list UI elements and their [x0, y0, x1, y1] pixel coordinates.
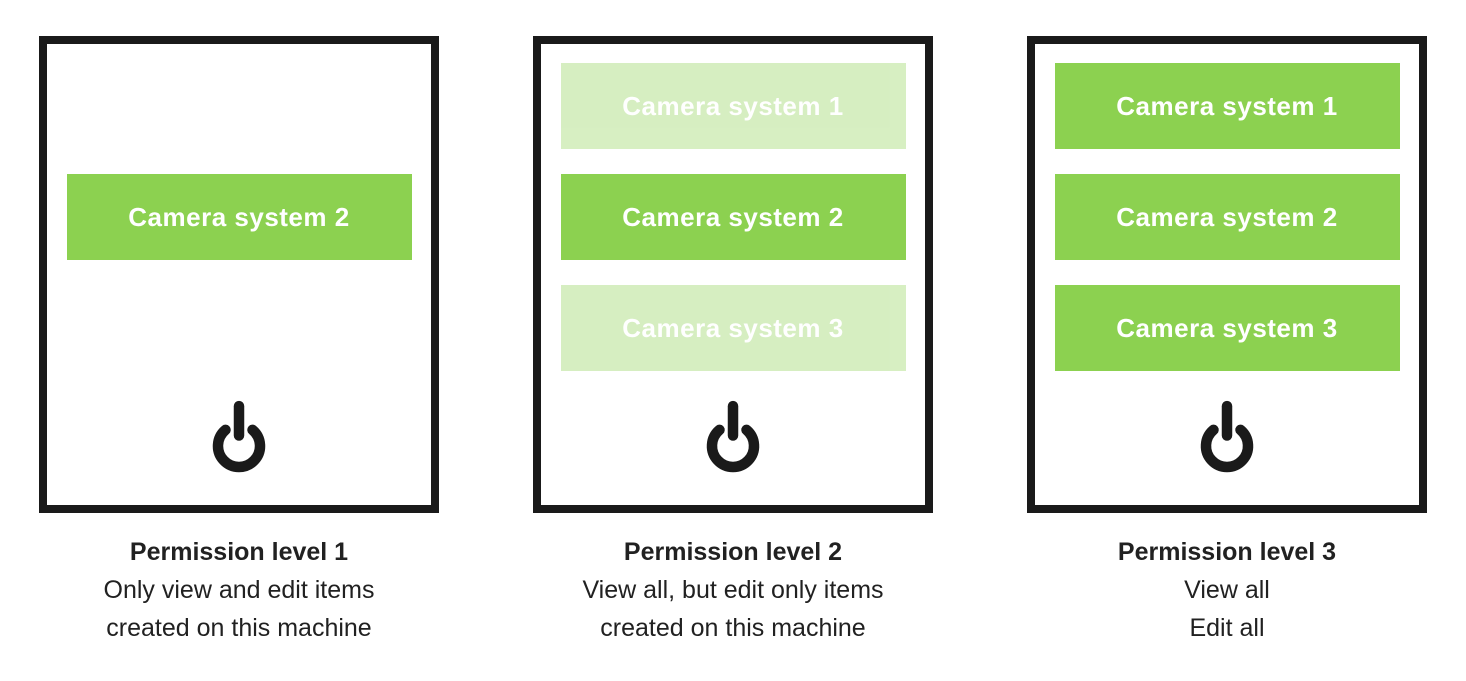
- caption-line: View all: [1184, 576, 1270, 604]
- device-panel-level-2: Camera system 1 Camera system 2 Camera s…: [533, 36, 933, 513]
- permission-level-1-column: Camera system 2 Permission level 1 Only …: [39, 36, 439, 647]
- caption-line: View all, but edit only items: [582, 576, 884, 604]
- caption-line: created on this machine: [600, 614, 866, 642]
- caption-line: created on this machine: [106, 614, 372, 642]
- camera-system-list: Camera system 2: [66, 63, 412, 371]
- caption-title: Permission level 2: [623, 538, 843, 566]
- device-panel-level-1: Camera system 2: [39, 36, 439, 513]
- power-icon: [1192, 400, 1262, 478]
- permission-levels-diagram: Camera system 2 Permission level 1 Only …: [39, 36, 1427, 647]
- camera-system-bar: Camera system 2: [66, 174, 412, 260]
- caption-line: Only view and edit items: [103, 576, 375, 604]
- power-icon: [204, 400, 274, 478]
- camera-system-list: Camera system 1 Camera system 2 Camera s…: [1054, 63, 1400, 371]
- caption-level-3: Permission level 3 View all Edit all: [1027, 533, 1427, 647]
- caption-level-2: Permission level 2 View all, but edit on…: [533, 533, 933, 647]
- camera-system-bar: Camera system 3: [1054, 285, 1400, 371]
- permission-level-2-column: Camera system 1 Camera system 2 Camera s…: [533, 36, 933, 647]
- device-panel-level-3: Camera system 1 Camera system 2 Camera s…: [1027, 36, 1427, 513]
- caption-title: Permission level 3: [1117, 538, 1337, 566]
- caption-title: Permission level 1: [129, 538, 349, 566]
- camera-system-bar: Camera system 1: [560, 63, 906, 149]
- caption-level-1: Permission level 1 Only view and edit it…: [39, 533, 439, 647]
- camera-system-bar: Camera system 3: [560, 285, 906, 371]
- caption-line: Edit all: [1189, 614, 1265, 642]
- permission-level-3-column: Camera system 1 Camera system 2 Camera s…: [1027, 36, 1427, 647]
- camera-system-list: Camera system 1 Camera system 2 Camera s…: [560, 63, 906, 371]
- power-icon: [698, 400, 768, 478]
- camera-system-bar: Camera system 1: [1054, 63, 1400, 149]
- camera-system-bar: Camera system 2: [560, 174, 906, 260]
- camera-system-bar: Camera system 2: [1054, 174, 1400, 260]
